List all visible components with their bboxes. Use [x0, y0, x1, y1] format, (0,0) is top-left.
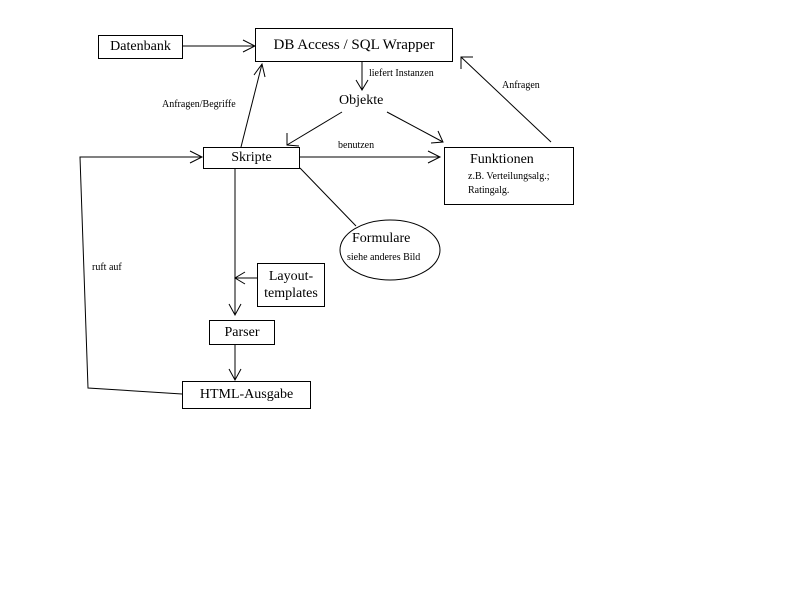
- edge-skripte-formulare: [299, 167, 357, 227]
- layout-line1: Layout-: [268, 269, 314, 284]
- arrowhead-funktionen-topleft: [430, 130, 444, 144]
- edge-label-benutzen: benutzen: [338, 140, 375, 151]
- edge-funktionen-dbaccess: [460, 56, 552, 143]
- edge-label-anfragen-begriffe: Anfragen/Begriffe: [162, 99, 236, 110]
- arrowhead-skripte-left: [189, 150, 204, 164]
- skripte-box: Skripte: [203, 147, 300, 169]
- arrowhead-dbaccess-bottom: [253, 62, 266, 78]
- edge-objekte-skripte: [286, 111, 343, 146]
- arrowhead-dbaccess-bottomright: [460, 56, 473, 69]
- edge-objekte-funktionen: [386, 111, 444, 143]
- skripte-label: Skripte: [231, 150, 272, 165]
- arrowhead-html-top: [228, 368, 242, 382]
- objekte-label: Objekte: [339, 93, 384, 108]
- edge-label-ruft-auf: ruft auf: [92, 262, 122, 273]
- db-access-label: DB Access / SQL Wrapper: [273, 36, 435, 53]
- arrowhead-skripte-topright: [286, 133, 300, 147]
- edge-label-anfragen: Anfragen: [502, 80, 540, 91]
- funktionen-box: Funktionen z.B. Verteilungsalg.; Ratinga…: [444, 147, 574, 205]
- funktionen-line1: z.B. Verteilungsalg.;: [468, 171, 550, 182]
- edge-skripte-dbaccess: [240, 63, 263, 148]
- datenbank-box: Datenbank: [98, 35, 183, 59]
- html-ausgabe-label: HTML-Ausgabe: [199, 387, 294, 402]
- arrowhead-funktionen-left: [427, 150, 442, 164]
- formulare-sub: siehe anderes Bild: [347, 252, 421, 263]
- arrowhead-objekte-top: [355, 79, 369, 91]
- html-ausgabe-box: HTML-Ausgabe: [182, 381, 311, 409]
- layout-templates-box: Layout- templates: [257, 263, 325, 307]
- edge-html-skripte-loop: [79, 156, 202, 395]
- arrowhead-parser-top: [228, 303, 242, 317]
- formulare-ellipse: [339, 219, 441, 281]
- edge-label-liefert-instanzen: liefert Instanzen: [369, 68, 434, 79]
- funktionen-line2: Ratingalg.: [468, 185, 510, 196]
- parser-label: Parser: [224, 324, 260, 340]
- formulare-title: Formulare: [352, 231, 411, 246]
- db-access-box: DB Access / SQL Wrapper: [255, 28, 453, 62]
- parser-box: Parser: [209, 320, 275, 345]
- funktionen-title: Funktionen: [470, 152, 534, 167]
- layout-line2: templates: [264, 286, 318, 301]
- datenbank-label: Datenbank: [110, 39, 171, 54]
- arrowhead-layout-left: [234, 271, 246, 285]
